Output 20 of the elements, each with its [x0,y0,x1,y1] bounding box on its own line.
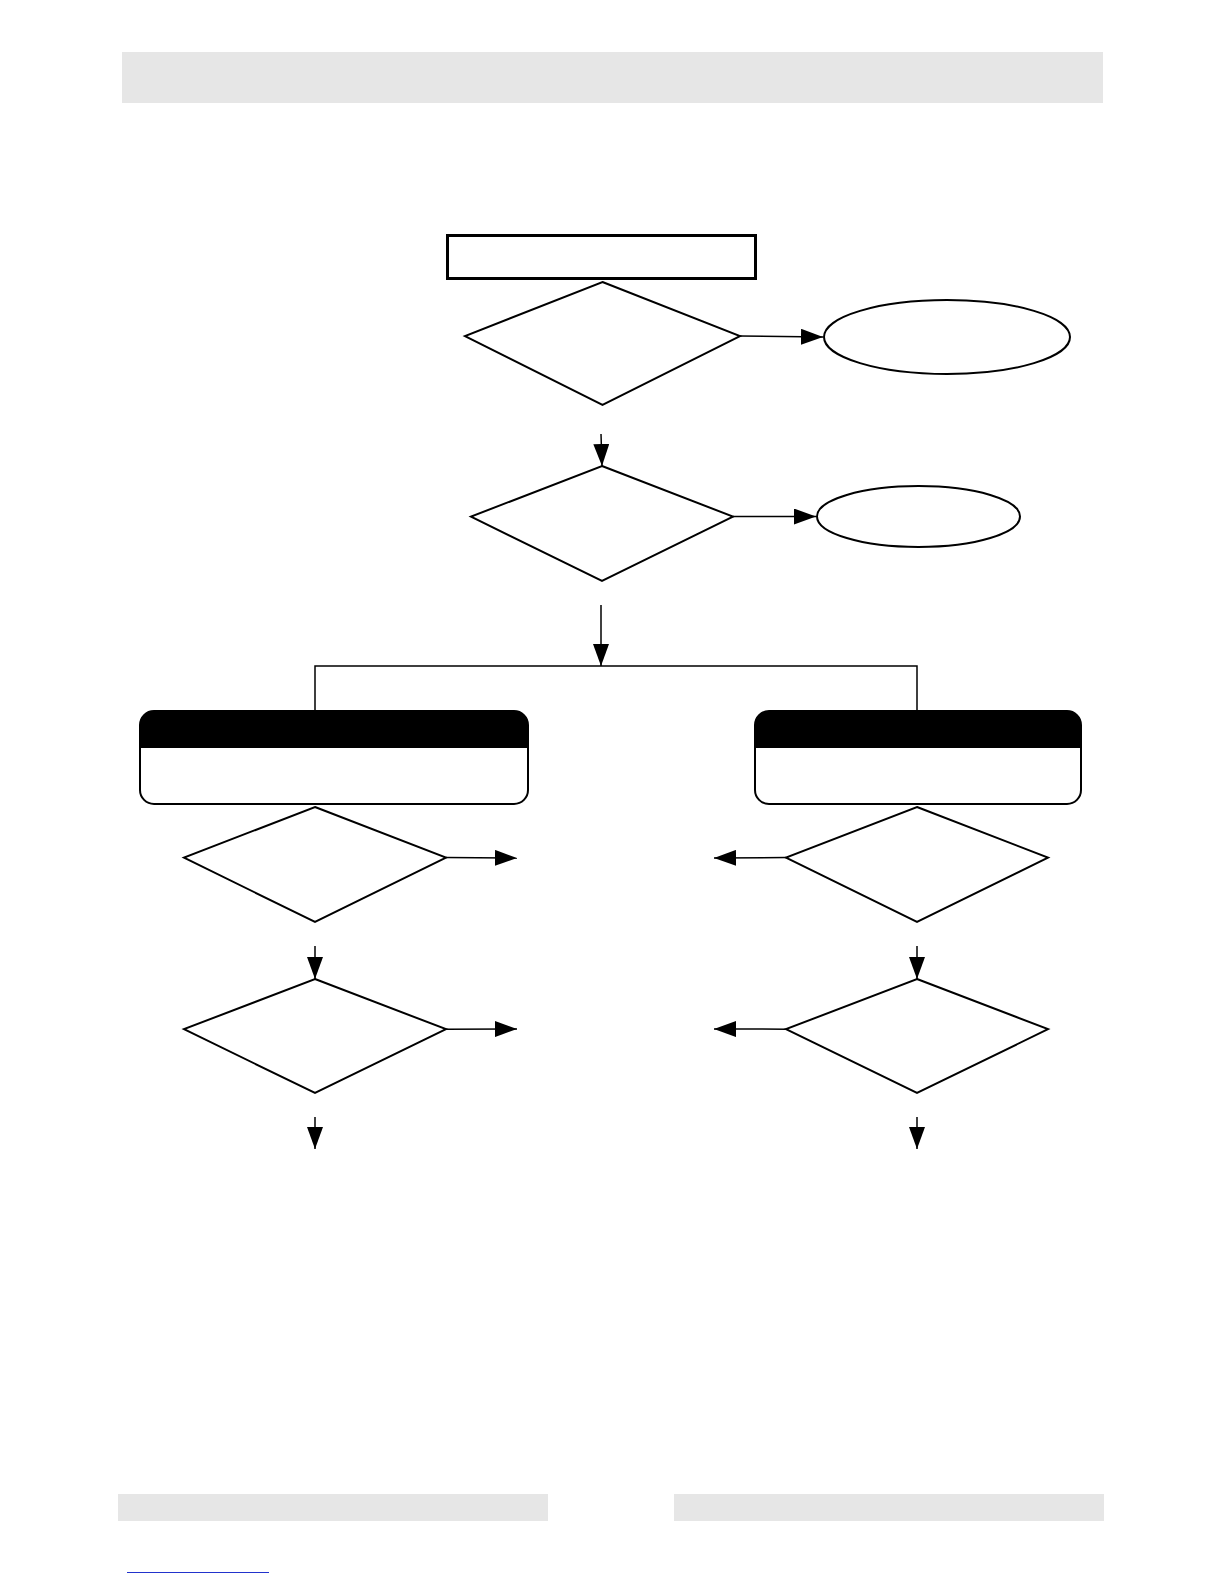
process-box [446,234,757,280]
arrow [593,433,610,467]
decision-diamond [786,979,1048,1093]
arrow [713,849,787,866]
decision-diamond [786,807,1048,922]
decision-diamond [465,282,740,405]
decision-diamond [184,807,446,922]
terminal-ellipse [816,485,1021,548]
header-box [139,710,529,805]
decision-diamond [471,466,733,581]
arrow [739,328,824,345]
arrow [445,1021,518,1038]
terminal-ellipse [823,299,1071,375]
decision-diamond [184,979,446,1093]
arrow [732,508,817,525]
arrow [307,945,323,980]
arrow [445,849,518,866]
header-box [754,710,1082,805]
arrow [909,945,925,980]
arrow [713,1021,787,1038]
